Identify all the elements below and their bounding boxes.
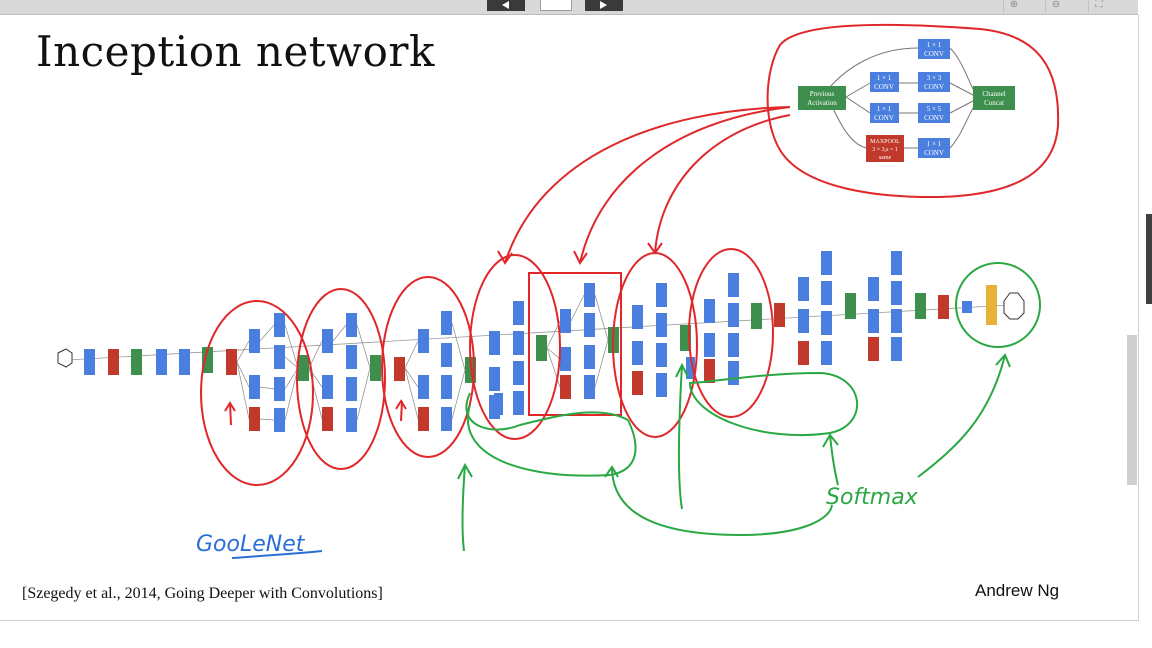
softmax-annotation: Softmax xyxy=(826,485,919,510)
svg-text:3 × 3: 3 × 3 xyxy=(927,74,942,82)
svg-text:MAXPOOL: MAXPOOL xyxy=(870,139,900,145)
arrow-left-icon xyxy=(502,1,509,9)
side-panel-handle[interactable] xyxy=(1146,214,1152,304)
green-annotations xyxy=(457,262,1041,552)
svg-text:CONV: CONV xyxy=(874,83,894,91)
svg-text:CONV: CONV xyxy=(924,149,944,157)
zoom-in-icon[interactable]: ⊕ xyxy=(1003,0,1024,12)
viewer-toolbar: ⊕ ⊖ ⛶ xyxy=(0,0,1138,15)
googlenet-diagram xyxy=(57,251,1025,432)
next-slide-button[interactable] xyxy=(585,0,623,11)
module-highlight-circle xyxy=(766,23,1060,199)
author-name: Andrew Ng xyxy=(975,581,1060,600)
page-number-field[interactable] xyxy=(540,0,572,11)
svg-text:1 × 1: 1 × 1 xyxy=(927,140,942,148)
svg-text:CONV: CONV xyxy=(874,114,894,122)
svg-text:1 × 1: 1 × 1 xyxy=(927,41,942,49)
googlenet-annotation: GooLeNet xyxy=(196,532,306,557)
vertical-scrollbar[interactable] xyxy=(1127,335,1137,485)
svg-text:1 × 1: 1 × 1 xyxy=(877,74,892,82)
svg-text:Channel: Channel xyxy=(982,90,1005,98)
prev-activation-label: Previous xyxy=(810,90,835,98)
googlenet-underline xyxy=(231,550,323,559)
citation: [Szegedy et al., 2014, Going Deeper with… xyxy=(22,585,383,602)
red-annotations xyxy=(200,106,791,486)
svg-text:same: same xyxy=(879,155,892,161)
arrow-right-icon xyxy=(600,1,607,9)
svg-text:CONV: CONV xyxy=(924,50,944,58)
svg-text:5 × 5: 5 × 5 xyxy=(927,105,942,113)
zoom-out-icon[interactable]: ⊖ xyxy=(1045,0,1066,12)
svg-text:Activation: Activation xyxy=(807,99,837,107)
svg-text:CONV: CONV xyxy=(924,83,944,91)
svg-text:1 × 1: 1 × 1 xyxy=(877,105,892,113)
svg-text:3 × 3,s = 1: 3 × 3,s = 1 xyxy=(872,147,898,153)
svg-text:CONV: CONV xyxy=(924,114,944,122)
prev-slide-button[interactable] xyxy=(487,0,525,11)
inception-diagram: Previous Activation 1 × 1 CONV 1 × 1 CON… xyxy=(57,23,1060,559)
slide: Inception network P xyxy=(0,15,1139,621)
inception-module: Previous Activation 1 × 1 CONV 1 × 1 CON… xyxy=(798,39,1015,162)
fullscreen-icon[interactable]: ⛶ xyxy=(1088,0,1109,12)
slide-title: Inception network xyxy=(36,27,435,76)
svg-text:Concat: Concat xyxy=(984,99,1004,107)
